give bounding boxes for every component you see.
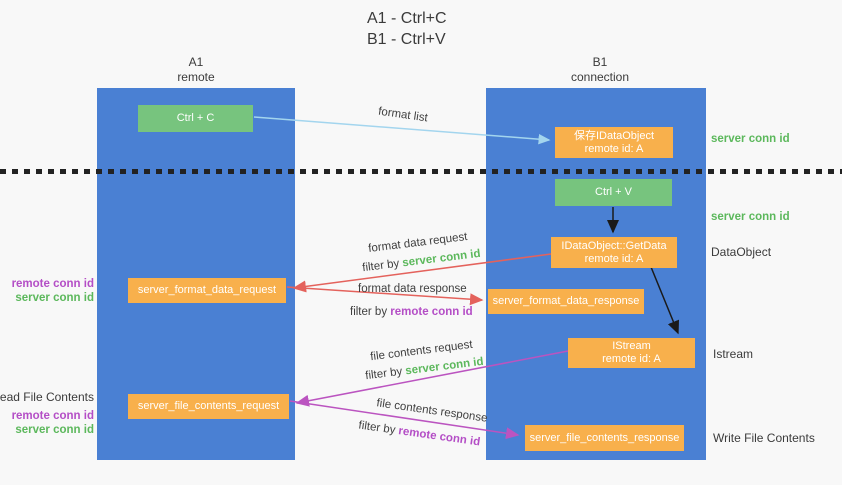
node-server-file-contents-request: server_file_contents_request (128, 394, 289, 419)
node-server-format-data-request: server_format_data_request (128, 278, 286, 303)
arrow-file-contents-response (289, 400, 520, 440)
lane-a1-subtitle: remote (177, 70, 215, 84)
node-server-file-contents-request-label: server_file_contents_request (137, 400, 280, 412)
node-ctrl-v-label: Ctrl + V (595, 186, 632, 198)
node-ctrl-c: Ctrl + C (138, 105, 253, 132)
lane-b1-name: B1 (592, 55, 608, 69)
annotation-istream: Istream (713, 347, 754, 361)
arrow-getdata-to-istream (650, 266, 680, 335)
annotation-remote-conn-id-2: remote conn id (11, 410, 94, 422)
node-server-file-contents-response: server_file_contents_response (525, 425, 684, 451)
node-server-format-data-response-label: server_format_data_response (492, 295, 640, 307)
arrow-format-data-request (292, 253, 552, 293)
annotation-server-conn-id-1: server conn id (711, 133, 790, 145)
node-istream-line2: remote id: A (602, 353, 661, 365)
annotation-write-file-contents: Write File Contents (713, 431, 815, 445)
title-line-b1: B1 - Ctrl+V (367, 31, 446, 48)
node-istream-line1: IStream (612, 340, 651, 352)
node-idataobject-getdata-line2: remote id: A (584, 252, 644, 265)
edge-label-format-data-response: format data response (358, 283, 467, 295)
edge-label-filter-remote-1: filter by remote conn id (350, 306, 473, 318)
node-idataobject-getdata: IDataObject::GetData remote id: A (551, 237, 677, 268)
node-server-format-data-response: server_format_data_response (488, 289, 644, 314)
annotation-remote-conn-id-1: remote conn id (11, 278, 94, 290)
node-idataobject-getdata-line1: IDataObject::GetData (561, 239, 667, 252)
lane-b1-subtitle: connection (570, 70, 630, 84)
annotation-server-conn-id-2: server conn id (711, 211, 790, 223)
filter-by-text: filter by (350, 306, 391, 318)
node-server-format-data-request-label: server_format_data_request (137, 284, 277, 296)
annotation-server-conn-id-left-1: server conn id (15, 292, 94, 304)
lane-header-a1: A1 remote (146, 55, 246, 85)
remote-conn-id-text: remote conn id (390, 306, 473, 318)
node-ctrl-v: Ctrl + V (555, 179, 672, 206)
node-server-file-contents-response-label: server_file_contents_response (529, 431, 680, 444)
arrow-file-contents-request (295, 350, 569, 407)
node-save-idataobject-line2: remote id: A (584, 142, 644, 155)
node-ctrl-c-label: Ctrl + C (176, 112, 215, 124)
annotation-dataobject: DataObject (711, 245, 772, 259)
diagram-title: A1 - Ctrl+C B1 - Ctrl+V (367, 8, 447, 50)
annotation-server-conn-id-left-2: server conn id (15, 424, 94, 436)
title-line-a1: A1 - Ctrl+C (367, 10, 447, 27)
node-istream: IStream remote id: A (568, 338, 695, 368)
arrow-format-list (253, 116, 551, 145)
lane-a1-name: A1 (188, 55, 204, 69)
annotation-read-file-contents: Read File Contents (0, 390, 94, 404)
node-save-idataobject: 保存IDataObject remote id: A (555, 127, 673, 158)
separator-dotted-line (0, 169, 842, 174)
lane-header-b1: B1 connection (550, 55, 650, 85)
arrow-format-data-response (286, 286, 484, 306)
node-save-idataobject-line1: 保存IDataObject (573, 129, 655, 142)
